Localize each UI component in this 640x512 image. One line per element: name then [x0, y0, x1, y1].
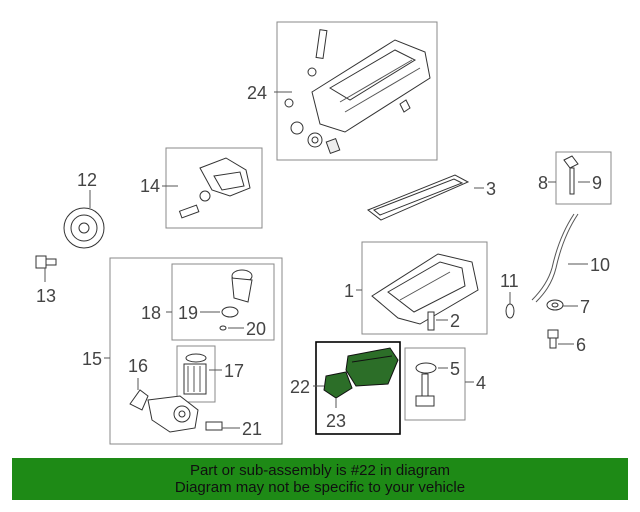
- callout-8[interactable]: 8: [538, 173, 548, 193]
- callout-10[interactable]: 10: [590, 255, 610, 275]
- callout-7[interactable]: 7: [580, 297, 590, 317]
- bolt-part: [35, 255, 57, 269]
- o-ring-11-part: [505, 303, 515, 319]
- group-box-14: [165, 147, 263, 229]
- callouts: 24 14 12 13 3 8 9 10 11 7 6 1 2 5 4 15 1…: [36, 83, 610, 439]
- group-box-18: [171, 263, 275, 341]
- callout-22[interactable]: 22: [290, 377, 310, 397]
- drain-plug-part: [547, 329, 559, 349]
- callout-3[interactable]: 3: [486, 179, 496, 199]
- callout-13[interactable]: 13: [36, 286, 56, 306]
- group-box-8-9: [555, 151, 612, 205]
- callout-16[interactable]: 16: [128, 356, 148, 376]
- washer-part: [546, 299, 564, 311]
- notice-line-1: Part or sub-assembly is #22 in diagram: [189, 462, 451, 479]
- notice-line-2: Diagram may not be specific to your vehi…: [174, 479, 466, 496]
- callout-11[interactable]: 11: [500, 271, 519, 291]
- callout-19[interactable]: 19: [178, 303, 198, 323]
- callout-14[interactable]: 14: [140, 176, 160, 196]
- leader-lines: [44, 91, 590, 429]
- group-box-22-highlight: [315, 341, 401, 435]
- pulley-part: [63, 207, 105, 249]
- callout-1[interactable]: 1: [344, 281, 354, 301]
- callout-12[interactable]: 12: [77, 170, 97, 190]
- callout-23[interactable]: 23: [326, 411, 346, 431]
- callout-24[interactable]: 24: [247, 83, 267, 103]
- callout-9[interactable]: 9: [592, 173, 602, 193]
- callout-21[interactable]: 21: [242, 419, 262, 439]
- group-box-4: [404, 347, 466, 421]
- oil-filter-part: [183, 353, 207, 395]
- callout-2[interactable]: 2: [450, 311, 460, 331]
- callout-4[interactable]: 4: [476, 373, 486, 393]
- callout-18[interactable]: 18: [141, 303, 161, 323]
- bracket-part: [178, 157, 251, 219]
- oil-pump-part: [129, 389, 223, 433]
- group-box-24: [276, 21, 438, 161]
- callout-17[interactable]: 17: [224, 361, 244, 381]
- filter-adapter-part: [219, 269, 253, 331]
- dipstick-handle-part: [563, 155, 579, 195]
- group-box-1: [361, 241, 488, 335]
- valve-cover-part: [284, 29, 431, 154]
- notice-banner: Part or sub-assembly is #22 in diagram D…: [12, 458, 628, 500]
- oil-pan-part: [371, 253, 479, 331]
- callout-5[interactable]: 5: [450, 359, 460, 379]
- dipstick-tube-part: [531, 213, 579, 303]
- group-box-17: [176, 345, 216, 403]
- highlighted-part-22: [323, 347, 399, 399]
- gasket-part: [367, 174, 470, 221]
- pickup-tube-part: [415, 362, 437, 407]
- group-box-15: [109, 257, 283, 445]
- callout-20[interactable]: 20: [246, 319, 266, 339]
- callout-15[interactable]: 15: [82, 349, 102, 369]
- callout-6[interactable]: 6: [576, 335, 586, 355]
